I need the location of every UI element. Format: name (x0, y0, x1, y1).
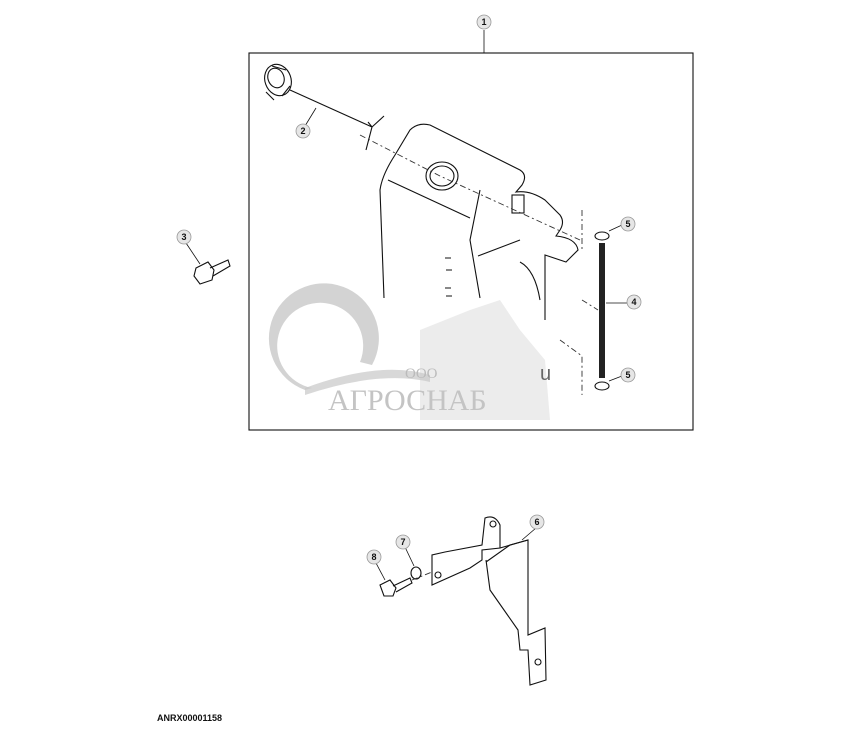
svg-text:6: 6 (534, 517, 539, 527)
bolt-3 (193, 259, 231, 285)
watermark-fragment: u (540, 363, 551, 385)
svg-text:4: 4 (631, 297, 636, 307)
filler-cap (264, 63, 292, 101)
svg-text:8: 8 (371, 552, 376, 562)
figure-id: ANRX00001158 (157, 713, 223, 723)
dipstick (289, 89, 385, 151)
washer (410, 566, 422, 580)
callout-7: 7 (395, 534, 411, 550)
clamp-lower (594, 381, 610, 391)
watermark-logo: ООО АГРОСНАБ u (268, 283, 551, 420)
callout-6: 6 (529, 514, 545, 530)
callout-2: 2 (295, 123, 311, 139)
callout-3: 3 (176, 229, 192, 245)
hose (599, 243, 605, 378)
svg-text:5: 5 (625, 219, 630, 229)
svg-text:1: 1 (481, 17, 486, 27)
svg-text:3: 3 (181, 232, 186, 242)
callout-8: 8 (366, 549, 382, 565)
assembly-frame (248, 52, 694, 431)
watermark-name: АГРОСНАБ (328, 384, 487, 417)
svg-text:7: 7 (400, 537, 405, 547)
svg-text:2: 2 (300, 126, 305, 136)
callout-5-upper: 5 (620, 216, 636, 232)
coolant-reservoir (379, 123, 579, 320)
callout-4: 4 (626, 294, 642, 310)
mounting-bracket (431, 516, 547, 686)
svg-text:5: 5 (625, 370, 630, 380)
callout-5-lower: 5 (620, 367, 636, 383)
callout-1: 1 (476, 14, 492, 30)
bolt-8 (379, 577, 413, 597)
clamp-upper (594, 231, 610, 241)
watermark-prefix: ООО (405, 366, 438, 382)
